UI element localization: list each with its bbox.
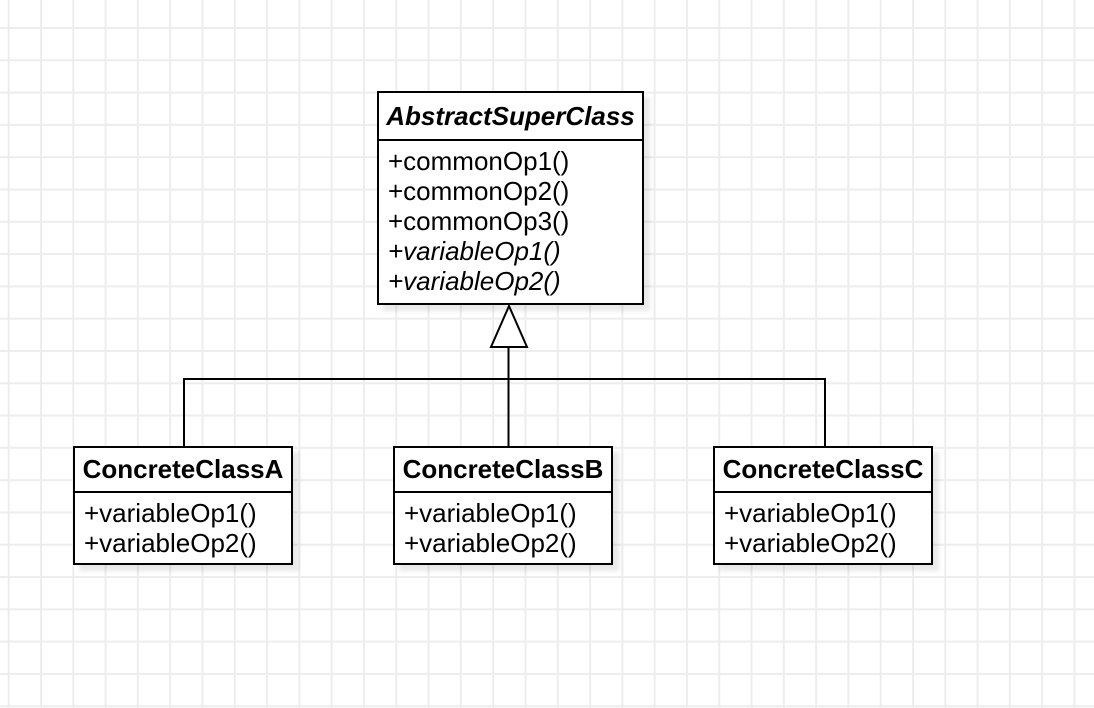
class-name: ConcreteClassB	[395, 448, 611, 493]
class-node-concrete-class-a[interactable]: ConcreteClassA +variableOp1() +variableO…	[73, 446, 293, 565]
methods-compartment: +commonOp1() +commonOp2() +commonOp3() +…	[379, 141, 642, 296]
class-node-concrete-class-c[interactable]: ConcreteClassC +variableOp1() +variableO…	[713, 446, 933, 565]
method-item: +variableOp2()	[84, 528, 257, 558]
method-item: +variableOp2()	[404, 528, 577, 558]
generalization-edge-bus[interactable]	[183, 378, 826, 446]
method-item: +variableOp2()	[724, 528, 897, 558]
methods-compartment: +variableOp1() +variableOp2()	[75, 493, 291, 558]
class-name: ConcreteClassA	[75, 448, 291, 493]
method-item: +commonOp2()	[388, 176, 570, 206]
method-item: +variableOp1()	[388, 236, 561, 266]
generalization-triangle-arrowhead[interactable]	[489, 303, 529, 348]
method-item: +variableOp1()	[84, 498, 257, 528]
class-node-concrete-class-b[interactable]: ConcreteClassB +variableOp1() +variableO…	[393, 446, 613, 565]
method-item: +variableOp1()	[404, 498, 577, 528]
class-node-abstract-super-class[interactable]: AbstractSuperClass +commonOp1() +commonO…	[377, 91, 644, 305]
class-name: ConcreteClassC	[715, 448, 931, 493]
methods-compartment: +variableOp1() +variableOp2()	[395, 493, 611, 558]
method-item: +variableOp2()	[388, 266, 561, 296]
method-item: +commonOp1()	[388, 146, 570, 176]
methods-compartment: +variableOp1() +variableOp2()	[715, 493, 931, 558]
method-item: +commonOp3()	[388, 206, 570, 236]
class-name: AbstractSuperClass	[379, 93, 642, 141]
method-item: +variableOp1()	[724, 498, 897, 528]
